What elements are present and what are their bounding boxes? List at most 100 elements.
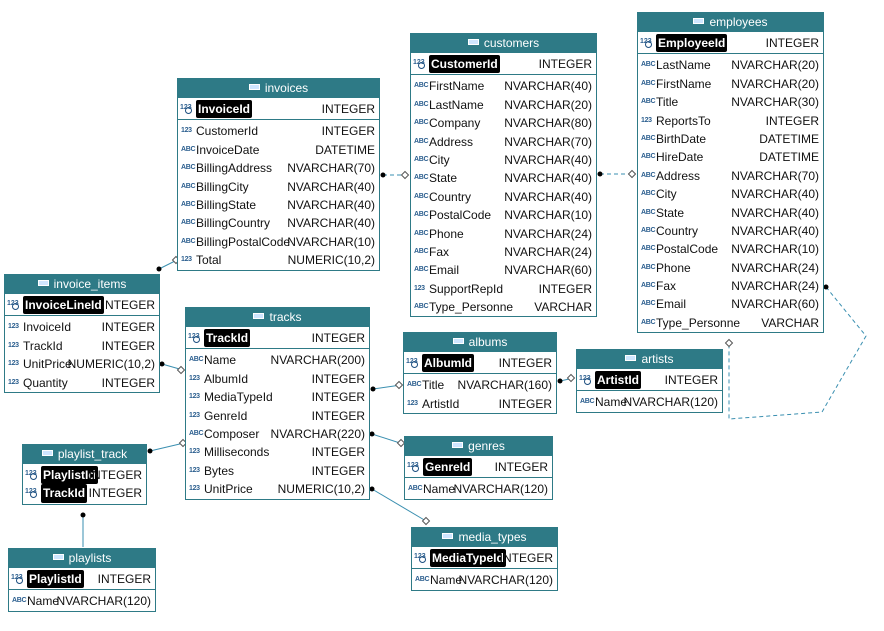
table-header[interactable]: artists xyxy=(577,350,722,369)
table-header[interactable]: employees xyxy=(638,13,823,32)
type-icon: ABC xyxy=(414,174,429,182)
table-header[interactable]: albums xyxy=(404,333,556,352)
key-icon xyxy=(185,107,192,114)
table-header[interactable]: media_types xyxy=(412,528,557,547)
table-header[interactable]: customers xyxy=(411,34,596,53)
table-header[interactable]: playlist_track xyxy=(23,445,146,464)
relationship-line[interactable] xyxy=(559,377,575,382)
relationship-line[interactable] xyxy=(372,384,402,390)
primary-key-icon: 123 xyxy=(407,459,420,473)
table-header[interactable]: invoices xyxy=(178,79,379,98)
relationship-line[interactable] xyxy=(158,259,178,270)
relationship-line[interactable] xyxy=(371,433,404,445)
relationship-line[interactable] xyxy=(161,363,184,371)
table-header[interactable]: genres xyxy=(405,437,552,456)
relationship-line[interactable] xyxy=(149,442,185,452)
table-icon xyxy=(52,554,64,561)
table-header[interactable]: tracks xyxy=(186,308,369,327)
table-header[interactable]: invoice_items xyxy=(5,275,159,294)
type-icon: ABC xyxy=(181,237,196,245)
table-header[interactable]: playlists xyxy=(9,549,155,568)
column-type: NVARCHAR(40) xyxy=(287,197,375,212)
